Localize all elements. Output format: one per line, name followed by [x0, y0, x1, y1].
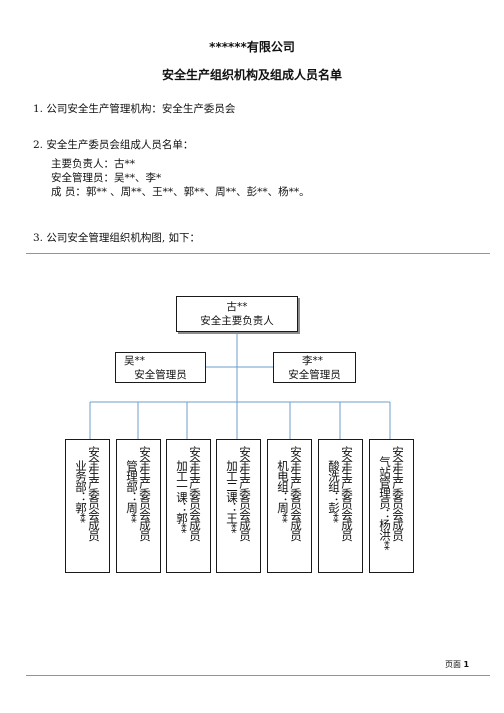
- safety-admin-line: 安全管理员：吴**、李*: [51, 172, 162, 184]
- org-member-box-7: 安全生产委员会成员 气站管理员：杨洪**: [369, 439, 414, 573]
- section-divider: [26, 253, 490, 254]
- page-number: 1: [463, 660, 470, 669]
- admin-1-name: 吴**: [124, 355, 145, 367]
- page-label: 页面: [445, 660, 461, 669]
- member-3-role: 安全生产委员会成员: [188, 446, 202, 541]
- org-member-box-5: 安全生产委员会成员 机电组：周**: [267, 439, 312, 573]
- org-member-box-6: 安全生产委员会成员 酸洗组：彭**: [318, 439, 363, 573]
- org-member-box-1: 安全生产委员会成员 业务部：郭**: [65, 439, 110, 573]
- members-line: 成 员：郭** 、周**、王**、郭**、周**、彭**、杨**。: [51, 186, 310, 198]
- footer-divider: [26, 675, 490, 676]
- member-3-dept: 加工一课：郭**: [175, 460, 189, 533]
- page-footer: 页面 1: [445, 659, 469, 670]
- member-1-dept: 业务部：郭**: [74, 460, 88, 522]
- member-2-role: 安全生产委员会成员: [138, 446, 152, 541]
- member-7-role: 安全生产委员会成员: [391, 446, 405, 541]
- org-admin-box-1: 吴** 安全管理员: [115, 352, 206, 383]
- top-person-role: 安全主要负责人: [200, 315, 274, 327]
- member-1-role: 安全生产委员会成员: [87, 446, 101, 541]
- member-7-dept: 气站管理员：杨洪**: [378, 456, 392, 550]
- top-person-name: 古**: [226, 301, 248, 313]
- org-admin-box-2: 李** 安全管理员: [273, 352, 356, 383]
- section-3-text: 3. 公司安全管理组织机构图, 如下：: [33, 232, 201, 244]
- document-title: 安全生产组织机构及组成人员名单: [161, 68, 342, 82]
- admin-1-role: 安全管理员: [134, 369, 187, 381]
- org-member-box-2: 安全生产委员会成员 管理部：周**: [116, 439, 161, 573]
- org-member-box-4: 安全生产委员会成员 加工二课：王**: [216, 439, 261, 573]
- member-2-dept: 管理部：周**: [125, 460, 139, 522]
- member-6-dept: 酸洗组：彭**: [327, 460, 341, 522]
- member-5-dept: 机电组：周**: [276, 460, 290, 522]
- section-1-text: 1. 公司安全生产管理机构：安全生产委员会: [33, 103, 236, 115]
- main-responsible-line: 主要负责人：古**: [51, 158, 135, 170]
- member-4-role: 安全生产委员会成员: [238, 446, 252, 541]
- admin-2-role: 安全管理员: [288, 369, 341, 381]
- section-2-heading: 2. 安全生产委员会组成人员名单：: [33, 139, 194, 151]
- member-6-role: 安全生产委员会成员: [340, 446, 354, 541]
- org-member-box-3: 安全生产委员会成员 加工一课：郭**: [166, 439, 211, 573]
- company-name: ******有限公司: [209, 40, 295, 54]
- org-top-box: 古** 安全主要负责人: [176, 296, 298, 332]
- member-5-role: 安全生产委员会成员: [289, 446, 303, 541]
- admin-2-name: 李**: [302, 355, 323, 367]
- member-4-dept: 加工二课：王**: [225, 460, 239, 533]
